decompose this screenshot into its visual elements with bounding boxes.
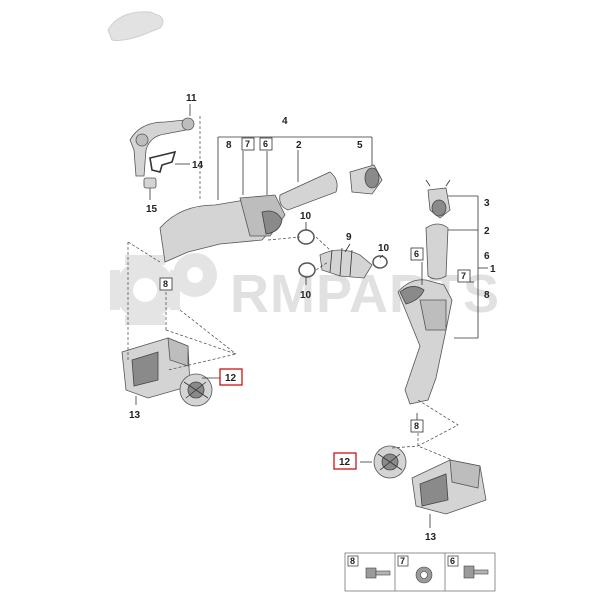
fastener-legend: 8 7 6 — [344, 552, 496, 592]
boxed-callout-6: 6 — [263, 139, 268, 149]
boxed-callout-8-left: 8 — [163, 279, 168, 289]
screw-icon — [463, 565, 489, 579]
part-13-box-right — [411, 459, 487, 515]
callout-8-top: 8 — [226, 140, 232, 151]
leaders-left — [127, 104, 384, 405]
callout-12-left[interactable]: 12 — [225, 373, 237, 384]
boxed-callout-6-right-frame — [410, 247, 424, 261]
highlight-12-left-frame — [219, 368, 243, 386]
leaders-right — [360, 195, 488, 528]
nut-icon — [415, 566, 433, 584]
callout-1: 1 — [490, 264, 496, 275]
legend-label-7: 7 — [400, 556, 405, 566]
callout-8-right: 8 — [484, 290, 490, 301]
legend-label-6: 6 — [450, 556, 455, 566]
bolt-icon — [365, 567, 391, 579]
boxed-callout-8-left-frame — [159, 277, 173, 291]
callout-10-top: 10 — [300, 211, 312, 222]
callout-13-left: 13 — [129, 410, 141, 421]
callout-15: 15 — [146, 204, 158, 215]
callout-10-mid: 10 — [378, 243, 390, 254]
callout-2-right: 2 — [484, 226, 490, 237]
boxed-callout-7: 7 — [245, 139, 250, 149]
boxed-callout-8-right-frame — [410, 419, 424, 433]
part-5-intake — [349, 164, 383, 195]
callout-14: 14 — [192, 160, 204, 171]
callout-9: 9 — [346, 232, 352, 243]
part-2-filter-left — [279, 171, 338, 211]
part-3-sensor — [425, 179, 451, 219]
gear-icon — [110, 253, 217, 325]
legend-label-8: 8 — [350, 556, 355, 566]
legend-item-6[interactable]: 6 — [447, 555, 489, 579]
callout-6-right: 6 — [484, 251, 490, 262]
callout-13-right: 13 — [425, 532, 437, 543]
car-silhouette-icon — [107, 11, 164, 41]
callout-11: 11 — [186, 93, 197, 104]
part-12-cover-left — [179, 373, 213, 407]
boxed-callout-7-right: 7 — [461, 271, 466, 281]
part-12-cover-right — [373, 445, 407, 479]
boxed-callout-8-right: 8 — [414, 421, 419, 431]
part-11-hose — [129, 117, 195, 177]
callout-10-bottom: 10 — [300, 290, 312, 301]
part-14-bracket — [149, 150, 177, 173]
callout-3: 3 — [484, 198, 490, 209]
part-8-duct-left — [159, 194, 286, 263]
part-9-bellows — [319, 247, 373, 279]
callout-5: 5 — [357, 140, 363, 151]
boxed-callout-6-frame — [259, 137, 273, 151]
callout-2-left: 2 — [296, 140, 302, 151]
part-2-filter-right — [425, 223, 449, 280]
legend-item-7[interactable]: 7 — [397, 555, 433, 584]
part-8-duct-right — [397, 279, 453, 405]
boxed-callout-6-right: 6 — [414, 249, 419, 259]
part-15-valve — [143, 177, 157, 189]
boxed-callout-7-right-frame — [457, 269, 471, 283]
callout-12-right[interactable]: 12 — [339, 457, 351, 468]
callout-4: 4 — [282, 116, 288, 127]
legend-item-8[interactable]: 8 — [347, 555, 391, 579]
boxed-callout-7-frame — [241, 137, 255, 151]
highlight-12-right-frame — [333, 452, 357, 470]
